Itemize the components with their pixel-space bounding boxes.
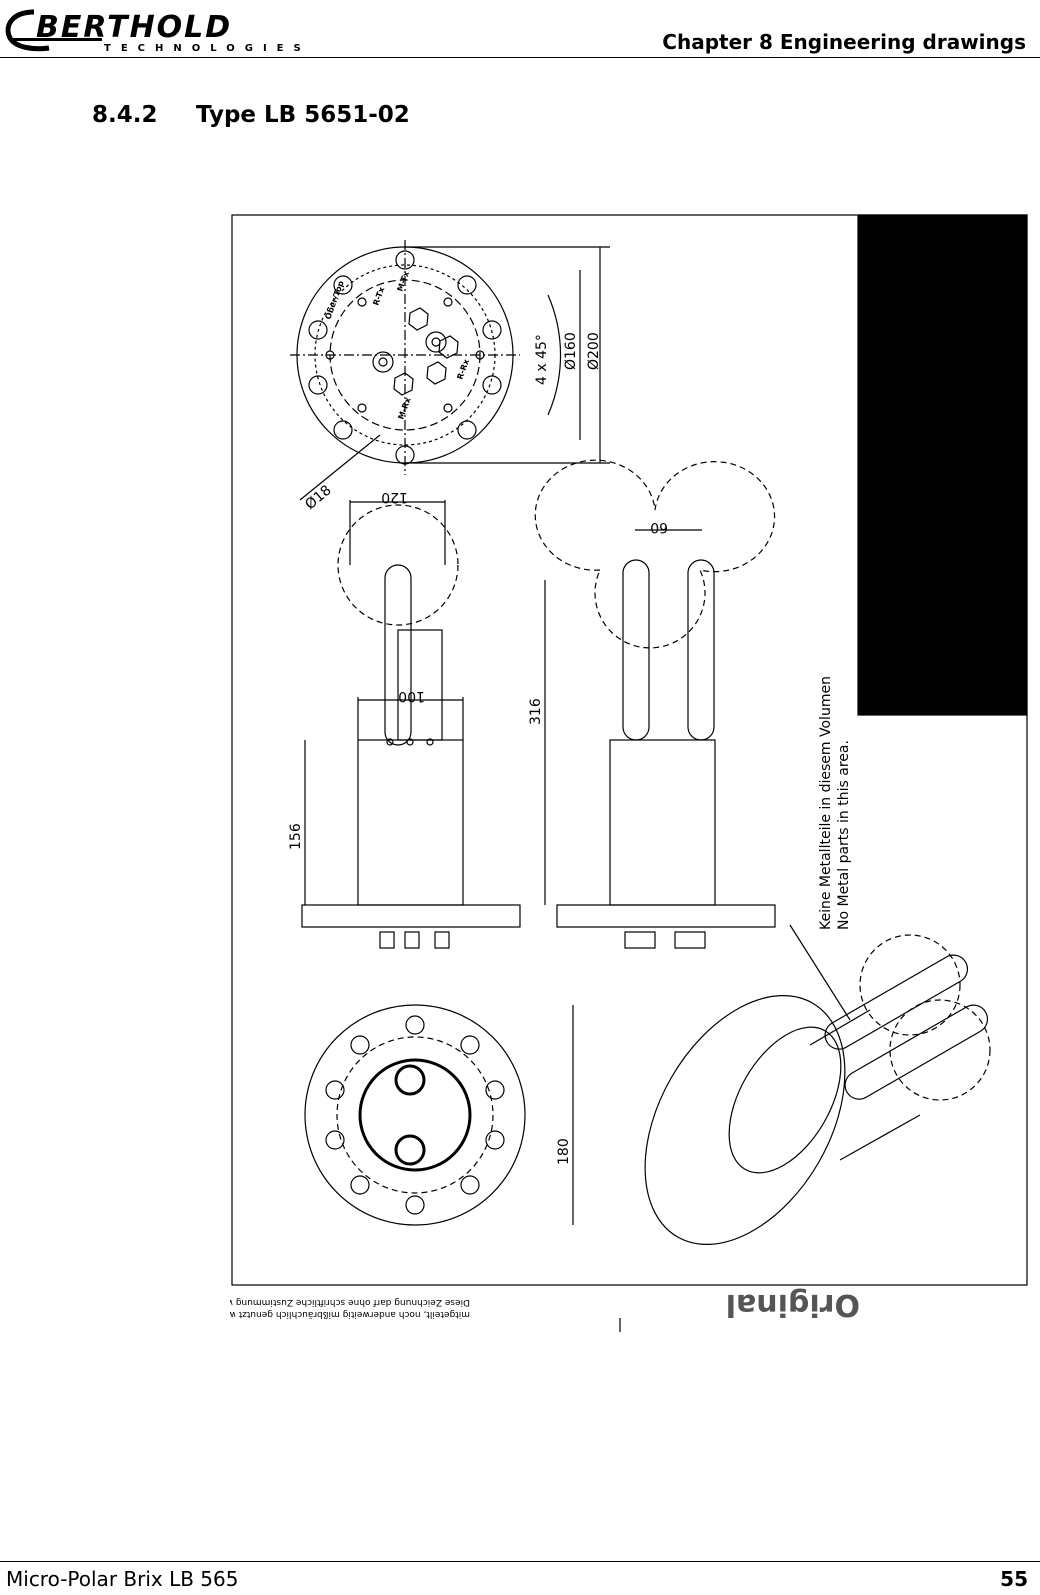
footer-document-title: Micro-Polar Brix LB 565 xyxy=(6,1567,239,1591)
tolerance-line-1: Laengen-, Winkelmasse, Form- u. xyxy=(863,555,873,705)
footer-page-number: 55 xyxy=(1000,1567,1028,1591)
ident-label: Identnr. xyxy=(968,400,978,435)
original-stamp: Original xyxy=(726,1287,860,1322)
drawing-frame xyxy=(231,214,1028,1286)
dim-h316: 316 xyxy=(528,698,544,725)
tolerance-line-2: Lagetoleranzen ohne Toleranz- xyxy=(873,567,883,705)
isometric-view xyxy=(644,924,991,1245)
rev-column-header: Rev. xyxy=(1005,691,1015,710)
sensor-label-m-rx: M-Rx xyxy=(396,396,412,421)
approved-label: Freigabe xyxy=(935,531,945,570)
metal-free-note: Keine Metallteile in diesem Volumen No M… xyxy=(818,676,852,930)
drawn-name: Hirsch xyxy=(923,442,933,470)
section-title-text: Type LB 5651-02 xyxy=(196,102,410,128)
scale-label: Maßstab xyxy=(863,396,873,435)
rev-value: 00 xyxy=(981,255,995,270)
dim-w60: 60 xyxy=(650,519,668,535)
weight-unit: kg xyxy=(863,221,873,232)
note-english: No Metal parts in this area. xyxy=(836,740,852,930)
material-label: Werkstoff (Halbzeug) xyxy=(881,340,891,435)
dim-d160: Ø160 xyxy=(563,332,579,370)
header-divider xyxy=(0,57,1040,58)
engineering-drawing: Ober/Top R-Tx M-Tx R-Rx M-Rx Ø160 Ø200 4… xyxy=(230,214,1028,1332)
dim-w120: 120 xyxy=(381,489,408,505)
sheet-label: Blatt xyxy=(968,228,978,250)
edge-value-2: +0,1 xyxy=(883,518,893,540)
ident-value: 41976M2 xyxy=(980,344,996,410)
copyright-line-2: mitgeteilt, noch anderweitig mißbräuchli… xyxy=(230,1309,470,1319)
bottom-view-flange: 180 xyxy=(304,1004,574,1226)
rev-label: Rev. xyxy=(968,276,978,295)
chapter-title: Chapter 8 Engineering drawings xyxy=(662,30,1026,54)
page-header: BERTHOLD TECHNOLOGIES Chapter 8 Engineer… xyxy=(0,0,1040,58)
designation-line-1: LB 5651-02 xyxy=(923,355,939,435)
format-value: A3 xyxy=(947,459,961,475)
name-label: Name xyxy=(913,443,923,470)
top-view-flange: Ober/Top R-Tx M-Tx R-Rx M-Rx Ø160 Ø200 4… xyxy=(290,240,610,513)
approved-value: FG0240033 xyxy=(931,434,945,511)
side-view-left: 120 100 316 156 xyxy=(288,489,546,949)
scale-value: 2:5 xyxy=(863,297,879,320)
note-german: Keine Metallteile in diesem Volumen xyxy=(818,676,834,930)
sheets-total: 1 xyxy=(998,226,1008,232)
drawn-label: Bearb. xyxy=(923,540,933,570)
dim-w100: 100 xyxy=(398,688,425,704)
dim-d18: Ø18 xyxy=(302,482,334,513)
weight-label: (Gewicht) xyxy=(863,256,873,300)
sheets-label: Bl. xyxy=(1013,220,1023,232)
footer-divider xyxy=(0,1561,1040,1562)
designation-line-2: DN80 PN16 xyxy=(940,355,956,435)
section-number: 8.4.2 xyxy=(92,102,158,128)
change-column-header: Aenderung xyxy=(1005,631,1015,680)
inner-edges-label: Innen- kanten xyxy=(863,538,873,600)
dim-angle: 4 x 45° xyxy=(534,334,550,385)
proj-label: Proj. xyxy=(955,550,965,570)
tolerance-line-3: angabe nach DIN ISO 2768-mK xyxy=(883,564,893,705)
section-heading: 8.4.2 Type LB 5651-02 xyxy=(92,102,410,128)
surface-label: Oberflaeche xyxy=(863,445,873,500)
change-date-header: Datum xyxy=(1005,580,1015,610)
copyright-note: Diese Zeichnung darf ohne schriftliche Z… xyxy=(230,1287,860,1332)
material-value: ( ) xyxy=(881,340,891,350)
date-label: Datum xyxy=(913,480,923,510)
dim-h156: 156 xyxy=(288,823,304,850)
side-view-right: 60 xyxy=(534,459,776,949)
edge-value-1: -0,4 xyxy=(883,572,893,590)
raw-material-label: Roh.mat.-Identnr. xyxy=(893,357,903,435)
drawn-date: 10-Jan-06 xyxy=(923,466,933,510)
copyright-line-1: Diese Zeichnung darf ohne schriftliche Z… xyxy=(230,1297,470,1307)
dim-h180: 180 xyxy=(556,1138,572,1165)
dim-d200: Ø200 xyxy=(586,332,602,370)
sheet-value: 1 xyxy=(983,226,993,232)
change-name-header: Name xyxy=(1005,548,1015,575)
iso-label: Iso. xyxy=(947,554,957,570)
title-block: Laengen-, Winkelmasse, Form- u. Lagetole… xyxy=(857,214,1028,716)
outer-edges-label: Aussen- kanten xyxy=(863,480,873,550)
sensor-label-r-rx: R-Rx xyxy=(455,357,471,380)
sensor-label-r-tx: R-Tx xyxy=(371,285,386,307)
berthold-logo: BERTHOLD TECHNOLOGIES xyxy=(5,9,304,54)
logo-sub-text: TECHNOLOGIES xyxy=(104,43,304,54)
sensor-label-m-tx: M-Tx xyxy=(395,269,411,292)
designation-label: Benennung xyxy=(913,384,923,435)
